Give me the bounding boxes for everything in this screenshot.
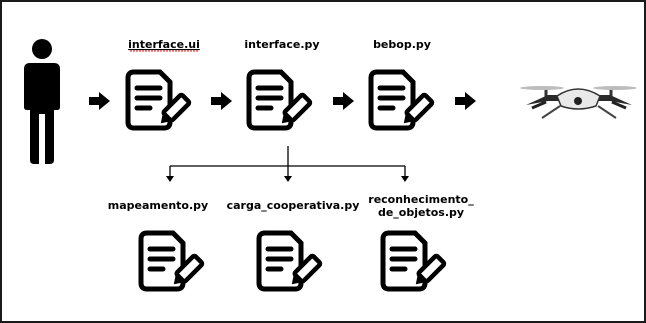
node-label-interface-py: interface.py [244, 38, 319, 51]
node-label-carga-cooperativa: carga_cooperativa.py [227, 199, 360, 212]
branch-connector [169, 146, 406, 178]
node-label-interface-ui: interface.ui [128, 38, 200, 51]
document-edit-icon [141, 233, 203, 289]
arrow-right-icon [211, 92, 232, 110]
node-label-reconhecimento-line2: de_objetos.py [378, 206, 464, 219]
arrow-right-icon [333, 92, 354, 110]
document-edit-icon [128, 72, 190, 128]
node-label-reconhecimento-line1: reconhecimento_ [368, 193, 474, 206]
document-edit-icon [383, 233, 445, 289]
arrowheads [166, 176, 409, 182]
document-edit-icon [249, 72, 311, 128]
node-label-bebop-py: bebop.py [373, 38, 431, 51]
document-edit-icon [371, 72, 433, 128]
person-icon [24, 39, 60, 164]
node-label-mapeamento: mapeamento.py [108, 199, 208, 212]
drone-icon [520, 86, 637, 119]
arrow-right-icon [455, 92, 476, 110]
document-edit-icon [259, 233, 321, 289]
arrow-right-icon [89, 92, 110, 110]
